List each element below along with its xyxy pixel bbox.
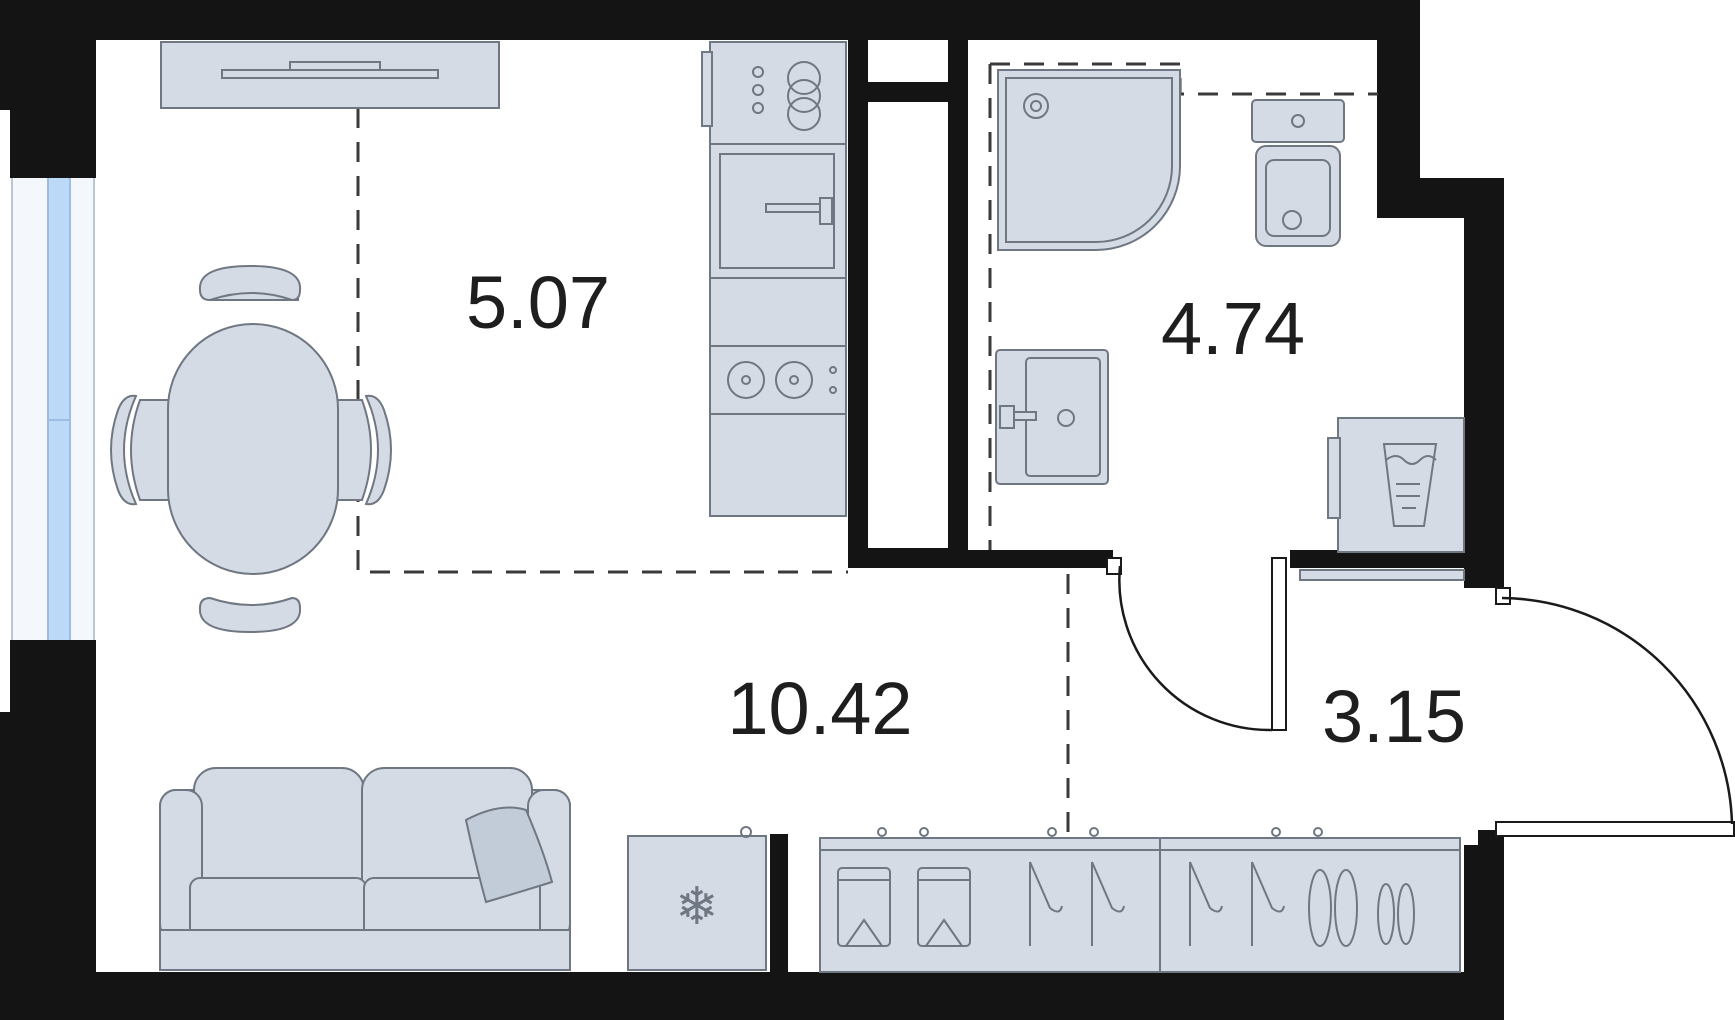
snowflake-icon: ❄ bbox=[675, 877, 719, 937]
window bbox=[11, 175, 95, 643]
bathroom-area-label: 4.74 bbox=[1161, 287, 1305, 370]
sofa bbox=[159, 767, 571, 971]
hallway-area-label: 3.15 bbox=[1322, 675, 1466, 758]
shower bbox=[997, 69, 1181, 251]
dining-table bbox=[110, 264, 392, 634]
wardrobe bbox=[819, 827, 1461, 973]
tv-console bbox=[160, 41, 500, 109]
kitchen-area-label: 5.07 bbox=[466, 261, 610, 344]
shelf bbox=[1299, 569, 1465, 581]
kitchen-counter bbox=[701, 41, 847, 517]
bathroom-door[interactable] bbox=[1106, 557, 1287, 732]
entrance-door[interactable] bbox=[1495, 587, 1735, 837]
washing-machine bbox=[1327, 417, 1465, 553]
walls bbox=[0, 0, 1504, 1020]
toilet bbox=[1251, 99, 1345, 247]
washbasin bbox=[995, 349, 1109, 485]
living-area-label: 10.42 bbox=[727, 667, 912, 750]
freezer: ❄ bbox=[627, 826, 767, 971]
